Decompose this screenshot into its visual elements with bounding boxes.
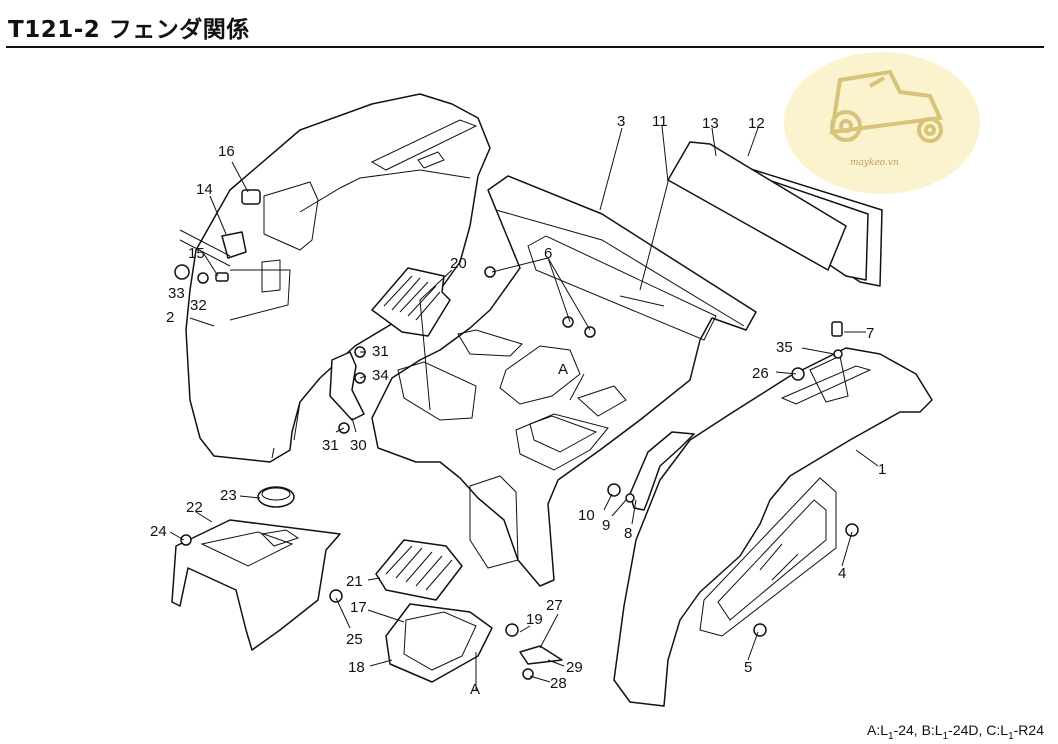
label-ref-a-lower: A	[470, 681, 480, 698]
label-part-1: 1	[878, 461, 886, 478]
label-part-7: 7	[866, 325, 874, 342]
label-part-17: 17	[350, 599, 367, 616]
label-part-35: 35	[776, 339, 793, 356]
note-c-sub: 1	[1008, 730, 1014, 742]
label-part-10: 10	[578, 507, 595, 524]
watermark-text: maykeo.vn	[850, 158, 899, 168]
left-lower-cover-part	[171, 519, 341, 651]
label-part-15: 15	[188, 245, 205, 262]
label-part-23: 23	[220, 487, 237, 504]
label-part-3: 3	[617, 113, 625, 130]
right-fender-part	[613, 347, 933, 707]
label-part-16: 16	[218, 143, 235, 160]
label-part-6: 6	[544, 245, 552, 262]
page-title: T121-2 フェンダ関係	[8, 17, 250, 43]
label-part-4: 4	[838, 565, 846, 582]
watermark-logo-background	[784, 52, 980, 194]
label-part-21: 21	[346, 573, 363, 590]
label-part-25: 25	[346, 631, 363, 648]
note-b-prefix: B:L	[921, 722, 943, 738]
label-part-13: 13	[702, 115, 719, 132]
label-part-31-lower: 31	[322, 437, 339, 454]
label-ref-a-upper: A	[558, 361, 568, 378]
tractor-watermark-icon	[829, 69, 943, 143]
label-part-22: 22	[186, 499, 203, 516]
label-part-11: 11	[652, 113, 668, 130]
note-a-prefix: A:L	[866, 722, 888, 738]
label-part-9: 9	[602, 517, 610, 534]
note-b-suffix: -24D,	[948, 722, 983, 738]
bolt-nut-hardware	[174, 189, 859, 680]
label-part-12: 12	[748, 115, 765, 132]
upper-step-mat-part	[371, 267, 451, 337]
label-part-33: 33	[168, 285, 185, 302]
label-part-34: 34	[372, 367, 389, 384]
label-part-20: 20	[450, 255, 467, 272]
note-b-sub: 1	[942, 730, 949, 742]
fuel-cap-part	[257, 486, 295, 508]
label-part-24: 24	[150, 523, 167, 540]
part-number-labels: 1 2 3 4 5 6 7 8 9 10 11 12 13 14 15 16 1…	[150, 113, 886, 698]
label-part-5: 5	[744, 659, 752, 676]
note-a-sub: 1	[888, 730, 894, 742]
label-part-19: 19	[526, 611, 543, 628]
support-bracket-part	[329, 351, 365, 421]
bracket-arc-part	[629, 431, 695, 511]
lower-step-mat-part	[375, 539, 463, 601]
label-part-18: 18	[348, 659, 365, 676]
label-part-2: 2	[166, 309, 174, 326]
step-plate-and-gaskets-part	[667, 141, 883, 287]
label-part-14: 14	[196, 181, 213, 198]
model-applicability-note: A:L1-24, B:L1-24D, C:L1-R24	[867, 722, 1044, 742]
note-c-suffix: -R24	[1013, 722, 1044, 738]
label-part-30: 30	[350, 437, 367, 454]
label-part-31-upper: 31	[372, 343, 389, 360]
rear-cover-part	[371, 175, 757, 587]
label-part-8: 8	[624, 525, 632, 542]
note-c-prefix: C:L	[986, 722, 1009, 738]
label-part-26: 26	[752, 365, 769, 382]
label-part-32: 32	[190, 297, 207, 314]
leader-lines	[169, 125, 879, 690]
note-a-suffix: -24,	[893, 722, 918, 738]
label-part-27: 27	[546, 597, 563, 614]
label-part-29: 29	[566, 659, 583, 676]
title-underline	[6, 46, 1044, 48]
lower-step-bracket-part	[385, 603, 493, 683]
label-part-28: 28	[550, 675, 567, 692]
